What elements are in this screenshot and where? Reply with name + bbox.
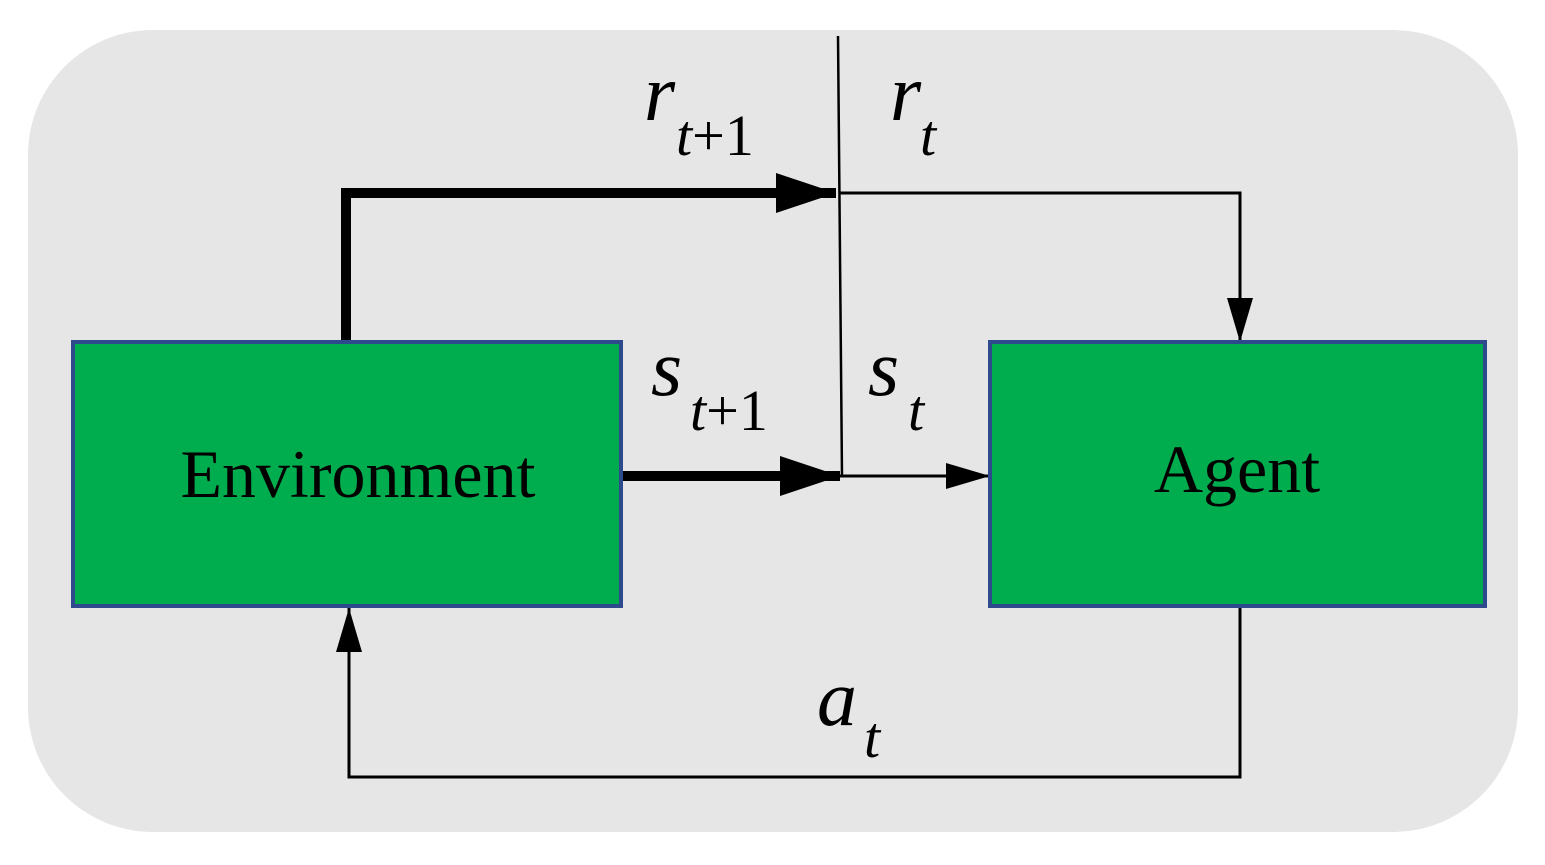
environment-label: Environment <box>180 436 535 512</box>
reward-now-label: r t <box>890 50 938 168</box>
diagram-background <box>28 30 1518 832</box>
action-path <box>336 606 1242 779</box>
state-next-label: s t+1 <box>651 325 768 443</box>
action-now-subscript: t <box>864 705 882 770</box>
state-next-subscript: t+1 <box>690 378 768 443</box>
agent-label: Agent <box>1154 431 1320 507</box>
agent-node: Agent <box>988 340 1487 608</box>
action-now-symbol: a <box>817 655 857 743</box>
environment-box <box>71 340 623 608</box>
reward-path-now <box>840 191 1253 342</box>
reward-now-symbol: r <box>890 50 922 138</box>
reward-path-next <box>341 173 836 342</box>
environment-node: Environment <box>71 340 623 608</box>
reward-next-label: r t+1 <box>644 50 754 168</box>
reward-next-symbol: r <box>644 50 676 138</box>
state-next-symbol: s <box>651 325 682 413</box>
action-now-label: a t <box>817 655 882 770</box>
time-step-divider <box>836 35 844 477</box>
reward-next-subscript: t+1 <box>676 103 754 168</box>
state-now-symbol: s <box>868 325 899 413</box>
agent-box <box>988 340 1487 608</box>
reward-now-subscript: t <box>920 103 938 168</box>
state-now-subscript: t <box>908 378 926 443</box>
state-now-label: s t <box>868 325 926 443</box>
